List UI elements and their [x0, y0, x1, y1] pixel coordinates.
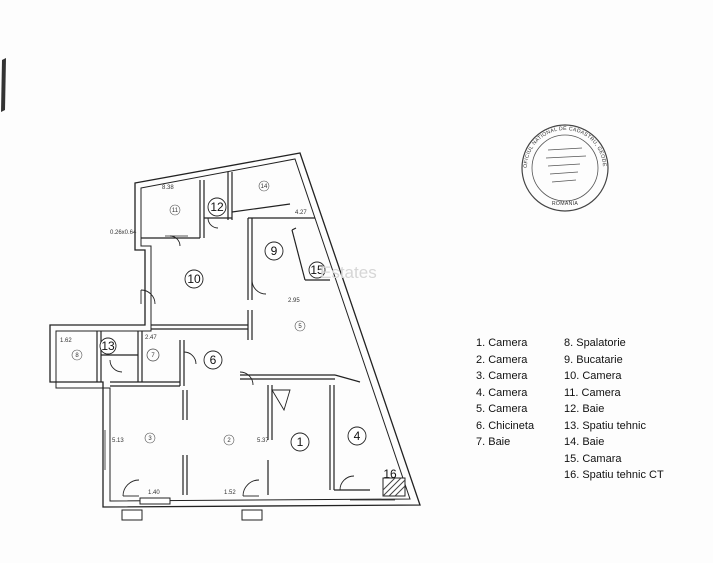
room-number-8: 8 — [71, 349, 83, 361]
legend-column-right: 8. Spalatorie 9. Bucatarie 10. Camera 11… — [564, 335, 664, 484]
svg-text:1.40: 1.40 — [148, 490, 160, 496]
room-number-1: 1 — [290, 432, 310, 452]
legend-item: 13. Spatiu tehnic — [564, 419, 646, 432]
legend-item: 12. Baie — [564, 403, 605, 415]
legend-item: 15. Camara — [564, 452, 622, 465]
legend-column-left: 1. Camera 2. Camera 3. Camera 4. Camera … — [476, 335, 534, 451]
svg-text:11: 11 — [172, 208, 179, 214]
scan-edge-mark — [1, 58, 6, 112]
outer-walls — [49, 152, 421, 508]
room-number-4: 4 — [347, 426, 367, 446]
legend-item: 8. Spalatorie — [564, 337, 626, 349]
room-number-15: 15 — [308, 261, 326, 279]
svg-text:13: 13 — [101, 339, 115, 353]
room-number-16: 16 — [383, 467, 397, 481]
svg-text:3: 3 — [148, 436, 152, 442]
svg-text:2: 2 — [227, 438, 231, 444]
room-number-13: 13 — [99, 337, 117, 355]
svg-text:OFICIUL NATIONAL DE CADASTRU,: OFICIUL NATIONAL DE CADASTRU, GEODEZIE S… — [0, 0, 607, 168]
legend-item: 14. Baie — [564, 436, 605, 448]
svg-text:14: 14 — [261, 184, 268, 190]
svg-text:4: 4 — [354, 429, 361, 443]
entrance-steps — [121, 497, 263, 521]
interior-walls — [96, 172, 370, 495]
doors — [109, 217, 355, 497]
svg-text:8: 8 — [75, 353, 79, 359]
room-number-7: 7 — [146, 348, 160, 362]
room-number-12: 12 — [207, 197, 227, 217]
legend-item: 10. Camera — [564, 370, 622, 382]
svg-text:6: 6 — [210, 353, 217, 367]
room-number-labels: 1 2 3 4 5 6 7 8 9 10 11 12 13 14 15 16 — [71, 180, 397, 481]
legend-item: 1. Camera — [476, 337, 528, 349]
room-16-hatched — [382, 477, 406, 497]
legend-item: 2. Camera — [476, 353, 528, 366]
legend-item: 11. Camera — [564, 386, 621, 399]
watermark-text: Estates — [320, 263, 377, 282]
svg-text:0.26x0.64: 0.26x0.64 — [110, 230, 137, 236]
svg-text:2.95: 2.95 — [288, 298, 300, 304]
legend-item: 3. Camera — [476, 370, 528, 382]
legend-item: 9. Bucatarie — [564, 353, 623, 366]
legend-item: 4. Camera — [476, 386, 528, 399]
svg-text:8.38: 8.38 — [162, 185, 174, 191]
svg-text:1: 1 — [297, 435, 304, 449]
legend-item: 6. Chicineta — [476, 419, 535, 432]
room-number-5: 5 — [294, 320, 306, 332]
svg-text:16: 16 — [383, 467, 397, 481]
svg-text:1.62: 1.62 — [60, 338, 72, 344]
cadastral-stamp: OFICIUL NATIONAL DE CADASTRU, GEODEZIE S… — [0, 0, 609, 212]
svg-text:10: 10 — [187, 272, 201, 286]
stamp-bottom-text: ROMANIA — [552, 201, 579, 207]
svg-text:1.52: 1.52 — [224, 490, 236, 496]
svg-text:2.47: 2.47 — [145, 335, 157, 341]
svg-text:7: 7 — [151, 353, 155, 359]
svg-text:12: 12 — [210, 200, 224, 214]
legend-item: 5. Camera — [476, 403, 528, 415]
legend-item: 16. Spatiu tehnic CT — [564, 469, 664, 481]
svg-text:5.37: 5.37 — [257, 438, 269, 444]
room-number-9: 9 — [264, 241, 284, 261]
room-number-3: 3 — [144, 432, 156, 444]
room-legend: 1. Camera 2. Camera 3. Camera 4. Camera … — [476, 335, 696, 485]
windows — [104, 235, 395, 501]
dimension-labels: 8.38 2.47 1.62 2.95 5.37 5.13 1.40 1.52 … — [60, 185, 307, 496]
svg-text:5: 5 — [298, 324, 302, 330]
stamp-arc-text: OFICIUL NATIONAL DE CADASTRU, GEODEZIE S… — [0, 0, 607, 168]
svg-text:9: 9 — [271, 244, 278, 258]
room-number-6: 6 — [203, 350, 223, 370]
room-number-2: 2 — [223, 434, 235, 446]
svg-text:15: 15 — [310, 263, 324, 277]
room-number-11: 11 — [169, 204, 181, 216]
svg-text:4.27: 4.27 — [295, 210, 307, 216]
room-number-14: 14 — [258, 180, 270, 192]
legend-item: 7. Baie — [476, 436, 511, 448]
svg-text:5.13: 5.13 — [112, 438, 124, 444]
room-number-10: 10 — [184, 269, 204, 289]
